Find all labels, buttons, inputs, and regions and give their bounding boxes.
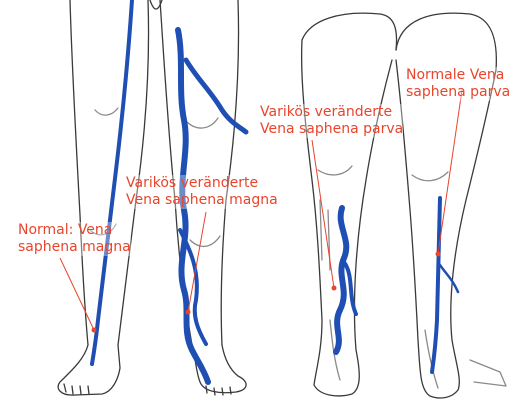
label-normal-magna-line2: saphena magna <box>18 239 131 256</box>
label-normal-magna-line1: Normal: Vena <box>18 222 131 239</box>
label-varicose-saphena-magna: Varikös veränderte Vena saphena magna <box>126 175 278 209</box>
label-varicose-parva-line1: Varikös veränderte <box>260 104 403 121</box>
leader-line-normal-parva <box>438 90 462 254</box>
marker-dot-normal-magna <box>92 328 97 333</box>
label-varicose-magna-line2: Vena saphena magna <box>126 192 278 209</box>
marker-dot-varicose-parva <box>332 286 337 291</box>
label-varicose-saphena-parva: Varikös veränderte Vena saphena parva <box>260 104 403 138</box>
label-normal-parva-line1: Normale Vena <box>406 67 510 84</box>
back-left-leg <box>302 13 397 396</box>
normal-parva-branch <box>438 262 458 292</box>
label-normal-parva-line2: saphena parva <box>406 84 510 101</box>
normal-saphena-parva-vein <box>432 198 440 372</box>
label-varicose-parva-line2: Vena saphena parva <box>260 121 403 138</box>
label-normal-saphena-magna: Normal: Vena saphena magna <box>18 222 131 256</box>
marker-dot-normal-parva <box>436 252 441 257</box>
varicose-saphena-parva-vein <box>336 208 346 352</box>
label-normal-saphena-parva: Normale Vena saphena parva <box>406 67 510 101</box>
leader-line-normal-magna <box>60 258 94 330</box>
label-varicose-magna-line1: Varikös veränderte <box>126 175 278 192</box>
marker-dot-varicose-magna <box>186 310 191 315</box>
